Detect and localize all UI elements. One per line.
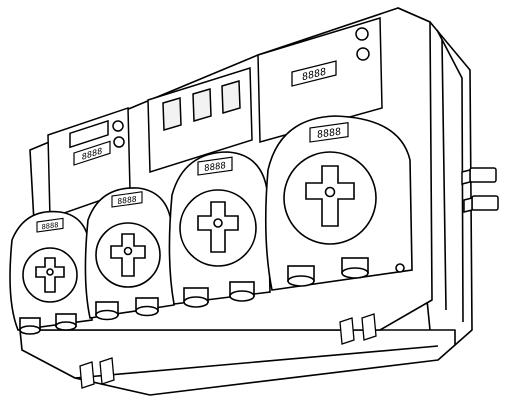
switch-3 (221, 80, 241, 114)
left-down-arrow-button (113, 136, 125, 148)
pump-head-1: 8888 (9, 210, 93, 335)
control-panels (47, 16, 383, 220)
up-arrow-button (355, 27, 369, 41)
down-arrow-button (356, 47, 370, 61)
switch-1 (162, 97, 182, 131)
pump-head-3: 8888 (168, 151, 271, 308)
pump-4-fitting-left (287, 265, 315, 287)
panel-display-right: 8888 (291, 60, 337, 87)
pump-head-4: 8888 (264, 115, 413, 291)
clip-2 (361, 313, 377, 341)
pump-4-display-text: 8888 (317, 127, 341, 141)
pump-1-fitting-right (55, 313, 77, 331)
panel-display-left-box (73, 140, 111, 166)
side-connectors (461, 167, 499, 213)
pump-head-2: 8888 (84, 187, 175, 321)
pump-4-fitting-right (341, 257, 369, 279)
panel-displays: 8888 8888 (73, 60, 337, 166)
switch-2 (192, 88, 212, 122)
housing-bottom (19, 329, 456, 396)
pump-heads: 8888 8888 (9, 115, 413, 335)
pump-1-fitting-left (19, 317, 41, 335)
pump-4-display: 8888 (309, 121, 349, 143)
pump-1-hub (46, 268, 54, 276)
pump-3-display: 8888 (197, 156, 233, 176)
pump-2-display-text: 8888 (117, 195, 136, 207)
right-control-panel (257, 16, 383, 143)
pump-2-display-box (111, 191, 143, 208)
clip-1 (339, 317, 355, 345)
housing-bottom-edge (74, 345, 439, 379)
housing-right-side-inner (436, 29, 464, 323)
pump-2-hub (123, 246, 133, 256)
pump-2-fitting-right (135, 297, 159, 317)
pump-3-fitting-right (229, 281, 255, 302)
pump-4-hub (324, 186, 336, 198)
bottom-clips (79, 313, 377, 389)
pump-1-display: 8888 (36, 217, 64, 233)
pump-3-hub (213, 218, 223, 228)
pump-3-display-text: 8888 (204, 161, 226, 174)
pump-2-fitting-left (95, 301, 119, 321)
connector-lower (463, 195, 499, 213)
clip-4 (99, 357, 115, 385)
connector-upper (461, 167, 497, 185)
pump-3-fitting-left (183, 287, 209, 308)
pump-2-display: 8888 (111, 191, 143, 208)
panel-display-right-box (291, 60, 337, 87)
pump-1-display-text: 8888 (42, 220, 59, 231)
pump-4-screw (395, 263, 405, 273)
left-up-arrow-button (112, 120, 124, 132)
clip-3 (79, 361, 95, 389)
pump-3-display-box (197, 156, 233, 176)
left-panel-display-frame (69, 119, 109, 149)
rocker-switch (162, 80, 241, 131)
pump-1-display-box (36, 217, 64, 233)
pump-4-display-box (309, 121, 349, 143)
